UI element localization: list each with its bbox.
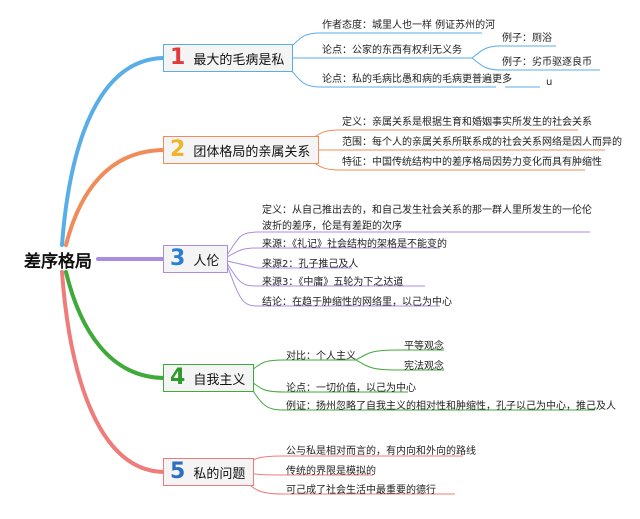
b5-item-1[interactable]: 公与私是相对而言的，有内向和外向的路线 — [286, 446, 476, 457]
branch-2-node[interactable]: 2 团体格局的亲属关系 — [163, 136, 320, 164]
branch-3-node[interactable]: 3 人伦 — [163, 245, 229, 273]
b1-argument-2[interactable]: 论点：私的毛病比愚和病的毛病更普遍更多 — [322, 74, 512, 85]
branch-2-label: 团体格局的亲属关系 — [193, 144, 311, 160]
b2-definition[interactable]: 定义：亲属关系是根据生育和婚姻事实所发生的社会关系 — [342, 117, 592, 128]
b4-argument[interactable]: 论点：一切价值，以己为中心 — [286, 383, 416, 394]
b1-example-2[interactable]: 例子：劣币驱逐良币 — [502, 57, 592, 68]
b2-feature[interactable]: 特征：中国传统结构中的差序格局因势力变化而具有肿缩性 — [342, 157, 602, 168]
b3-source-3[interactable]: 来源3：《中庸》五轮为下之达道 — [262, 277, 404, 288]
b3-source-2[interactable]: 来源2：孔子推己及人 — [262, 259, 359, 270]
b3-conclusion[interactable]: 结论：在趋于肿缩性的网络里，以己为中心 — [262, 297, 452, 308]
b1-attitude[interactable]: 作者态度：城里人也一样 例证苏州的河 — [322, 20, 496, 31]
b4-example[interactable]: 例证：扬州忽略了自我主义的相对性和肿缩性，孔子以己为中心，推己及人 — [286, 401, 616, 412]
b4-equality[interactable]: 平等观念 — [404, 341, 444, 352]
branch-3-number: 3 — [170, 246, 186, 271]
branch-4-node[interactable]: 4 自我主义 — [163, 364, 255, 392]
b5-item-3[interactable]: 可己成了社会生活中最重要的德行 — [286, 485, 436, 496]
b2-scope[interactable]: 范围：每个人的亲属关系所联系成的社会关系网络是因人而异的 — [342, 137, 622, 148]
b4-contrast[interactable]: 对比：个人主义 — [286, 351, 356, 362]
branch-5-number: 5 — [170, 459, 186, 484]
branch-3-label: 人伦 — [193, 253, 220, 269]
branch-2-connector — [64, 148, 167, 247]
branch-4-connector — [64, 270, 167, 380]
branch-4-label: 自我主义 — [193, 372, 246, 388]
branch-4-number: 4 — [170, 365, 186, 390]
b1-extra[interactable]: u — [546, 77, 553, 88]
b1-example-1[interactable]: 例子：厕浴 — [502, 33, 552, 44]
branch-1-label: 最大的毛病是私 — [193, 52, 285, 68]
branch-5-node[interactable]: 5 私的问题 — [163, 458, 255, 486]
branch-5-connector — [60, 270, 167, 474]
b4-constitution[interactable]: 宪法观念 — [404, 361, 444, 372]
branch-1-node[interactable]: 1 最大的毛病是私 — [163, 44, 294, 72]
branch-1-number: 1 — [170, 45, 186, 70]
branch-5-label: 私的问题 — [193, 466, 246, 482]
branch-2-number: 2 — [170, 137, 186, 162]
b1-argument-1[interactable]: 论点：公家的东西有权利无义务 — [322, 45, 462, 56]
b3-source-1[interactable]: 来源：《礼记》社会结构的架格是不能变的 — [262, 239, 447, 250]
branch-1-connector — [60, 56, 167, 247]
root-topic[interactable]: 差序格局 — [24, 252, 92, 272]
b3-definition[interactable]: 定义：从自己推出去的，和自己发生社会关系的那一群人里所发生的一伦伦波折的差序，伦… — [262, 205, 592, 232]
b5-item-2[interactable]: 传统的界限是模拟的 — [286, 466, 376, 477]
